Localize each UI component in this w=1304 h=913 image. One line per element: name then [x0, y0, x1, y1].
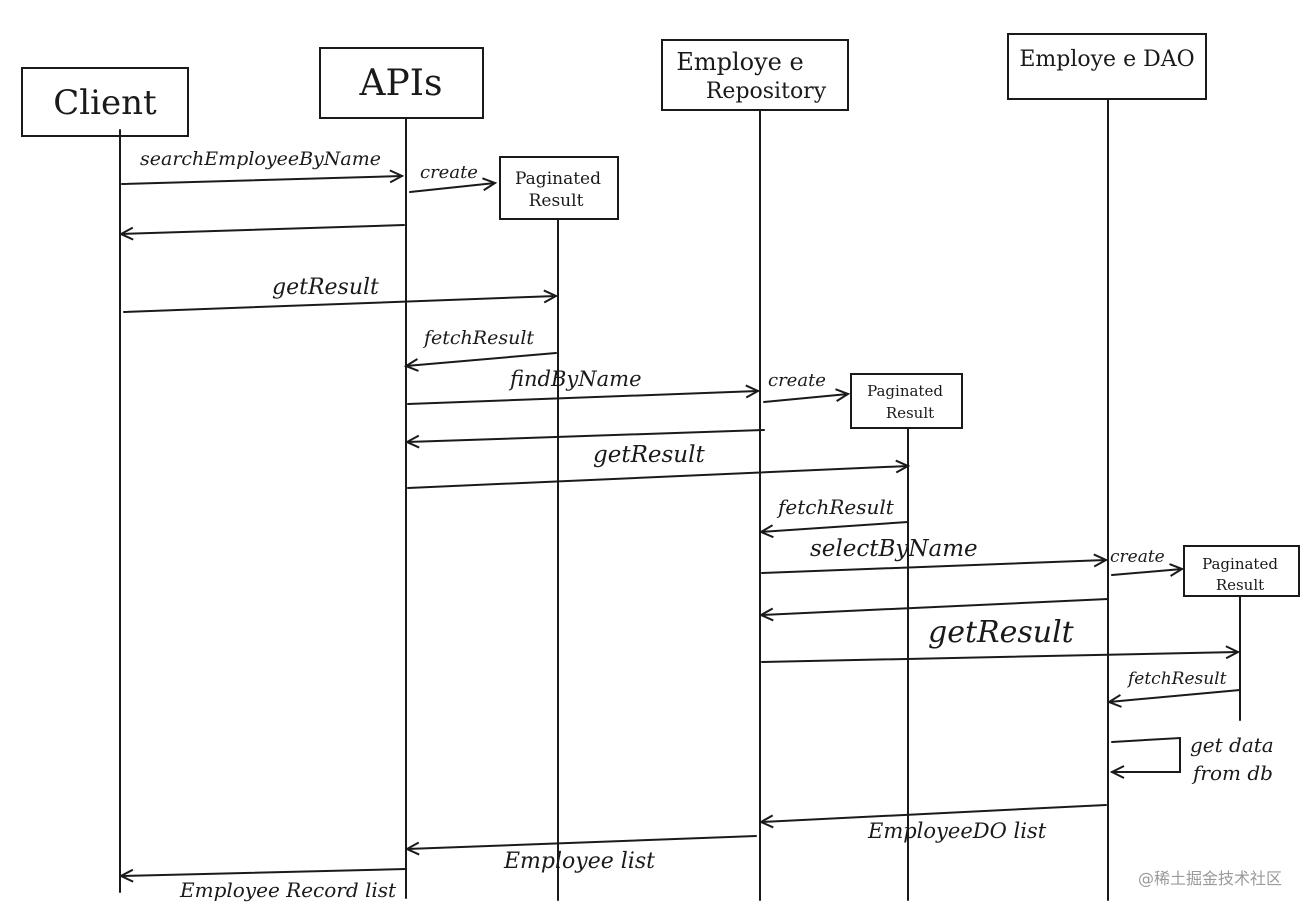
paginated-result-label-2b: Result — [886, 404, 934, 422]
get-result-arrow-1 — [123, 289, 559, 313]
select-by-name-arrow — [761, 553, 1109, 574]
select-by-name-label: selectByName — [810, 536, 978, 562]
employee-list-arrow — [404, 835, 757, 856]
return-arrow-3 — [758, 598, 1109, 622]
create-arrow-3 — [1111, 563, 1185, 577]
client-box — [21, 67, 189, 137]
paginated-result-label-1a: Paginated — [515, 169, 601, 189]
employee-list-label: Employee list — [503, 849, 655, 874]
apis-label: APIs — [359, 63, 443, 104]
find-by-name-label: findByName — [508, 367, 642, 391]
fetch-result-arrow-2 — [758, 521, 909, 539]
get-result-arrow-3 — [761, 645, 1241, 663]
employee-do-list-arrow — [758, 804, 1107, 829]
paginated-result-label-2a: Paginated — [867, 382, 943, 400]
repository-label-line1: Employe e — [676, 48, 803, 76]
fetch-result-label-3: fetchResult — [1126, 669, 1227, 689]
fetch-result-label-2: fetchResult — [776, 495, 895, 519]
search-arrow — [121, 169, 405, 185]
repository-label-line2: Repository — [706, 79, 827, 104]
return-arrow-2 — [404, 429, 765, 449]
get-data-self-arrow — [1109, 736, 1181, 779]
employee-do-list-label: EmployeeDO list — [867, 819, 1047, 843]
paginated-result-label-3a: Paginated — [1202, 555, 1278, 573]
paginated-result-box-2 — [850, 373, 963, 429]
get-result-label-2: getResult — [593, 442, 705, 468]
paginated-result-label-3b: Result — [1216, 576, 1264, 594]
return-arrow-1 — [118, 224, 405, 241]
fetch-result-arrow-1 — [403, 352, 557, 372]
create-arrow-1 — [409, 177, 498, 193]
apis-box — [319, 47, 484, 119]
get-data-label-2: from db — [1191, 761, 1273, 785]
watermark: @稀土掘金技术社区 — [1137, 869, 1282, 888]
employee-record-list-arrow — [118, 868, 407, 883]
fetch-result-label-1: fetchResult — [422, 327, 534, 349]
fetch-result-arrow-3 — [1106, 689, 1241, 708]
search-label: searchEmployeeByName — [140, 148, 381, 170]
get-result-label-3: getResult — [928, 615, 1075, 650]
create-arrow-2 — [763, 388, 851, 403]
get-result-label-1: getResult — [272, 275, 379, 300]
employee-record-list-label: Employee Record list — [179, 878, 397, 902]
client-label: Client — [53, 83, 157, 123]
find-by-name-arrow — [407, 384, 761, 405]
repository-box — [661, 39, 849, 111]
paginated-result-label-1b: Result — [529, 191, 584, 211]
get-data-label-1: get data — [1190, 733, 1274, 757]
dao-label: Employe e DAO — [1019, 47, 1194, 72]
create-label-1: create — [420, 162, 478, 183]
get-result-arrow-2 — [407, 459, 911, 489]
create-label-2: create — [768, 370, 826, 391]
create-label-3: create — [1110, 547, 1165, 567]
